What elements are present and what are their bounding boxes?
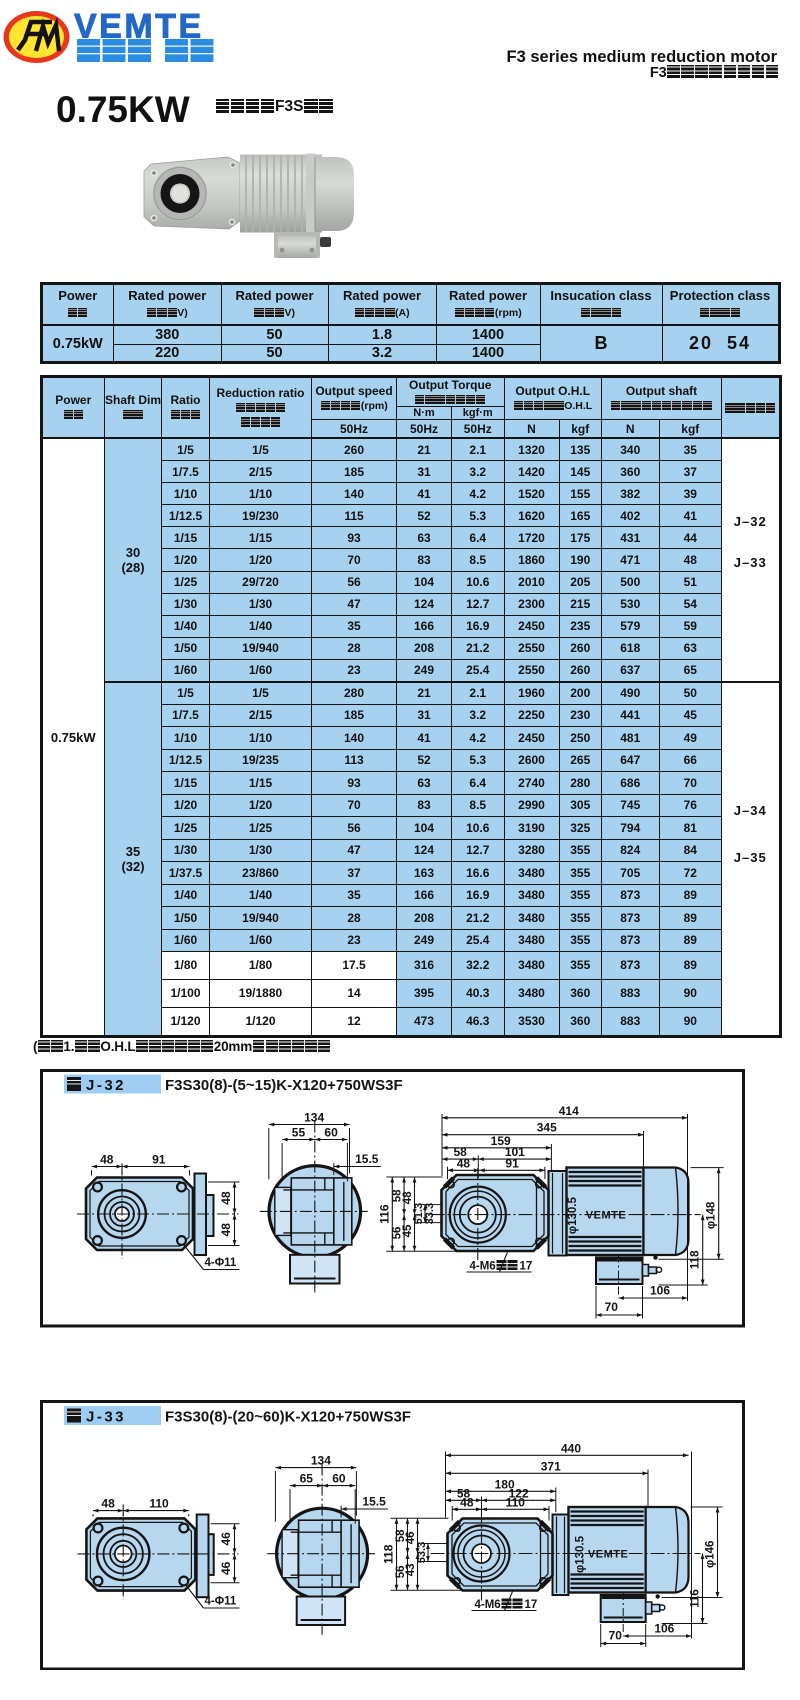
svg-text:48: 48 — [219, 1191, 233, 1205]
svg-text:F3S30(8)-(5~15)K-X120+750WS3F: F3S30(8)-(5~15)K-X120+750WS3F — [165, 1077, 403, 1094]
svg-text:58: 58 — [453, 1145, 467, 1159]
svg-text:φ130.5: φ130.5 — [567, 1196, 579, 1234]
svg-text:58: 58 — [456, 1486, 470, 1500]
svg-text:4-Φ11: 4-Φ11 — [204, 1595, 236, 1607]
svg-text:46: 46 — [405, 1531, 417, 1544]
svg-text:134: 134 — [304, 1111, 324, 1125]
svg-text:F3S30(8)-(20~60)K-X120+750WS3F: F3S30(8)-(20~60)K-X120+750WS3F — [165, 1408, 411, 1425]
svg-text:φ146: φ146 — [704, 1540, 716, 1567]
svg-text:122: 122 — [508, 1486, 528, 1500]
svg-text:15.5: 15.5 — [362, 1494, 386, 1508]
svg-text:46: 46 — [219, 1561, 233, 1575]
svg-text:45: 45 — [402, 1224, 414, 1237]
svg-text:180: 180 — [494, 1477, 514, 1491]
svg-text:118: 118 — [381, 1544, 395, 1564]
svg-text:48: 48 — [460, 1495, 474, 1509]
svg-text:J-32: J-32 — [86, 1077, 126, 1094]
svg-text:φ130.5: φ130.5 — [574, 1535, 586, 1573]
svg-text:101: 101 — [504, 1145, 524, 1159]
svg-text:106: 106 — [654, 1621, 674, 1635]
svg-text:φ148: φ148 — [705, 1201, 717, 1229]
svg-text:VEMTE: VEMTE — [587, 1548, 627, 1560]
svg-text:60: 60 — [324, 1126, 338, 1140]
svg-text:116: 116 — [689, 1589, 701, 1608]
svg-text:56: 56 — [391, 1227, 403, 1240]
svg-text:15.5: 15.5 — [355, 1152, 379, 1166]
svg-text:70: 70 — [604, 1300, 618, 1314]
svg-text:53.3: 53.3 — [416, 1541, 428, 1562]
svg-text:55: 55 — [291, 1126, 305, 1140]
svg-text:106: 106 — [649, 1284, 669, 1298]
svg-text:134: 134 — [310, 1453, 330, 1467]
svg-text:48: 48 — [100, 1153, 114, 1167]
svg-text:43: 43 — [405, 1563, 417, 1576]
svg-text:440: 440 — [560, 1441, 580, 1455]
svg-text:33.3: 33.3 — [424, 1203, 436, 1224]
svg-text:159: 159 — [490, 1134, 510, 1148]
svg-text:17: 17 — [524, 1599, 537, 1611]
svg-text:116: 116 — [377, 1204, 391, 1224]
svg-text:91: 91 — [152, 1153, 166, 1167]
svg-text:58: 58 — [391, 1189, 403, 1202]
svg-text:60: 60 — [332, 1471, 346, 1485]
svg-text:VEMTE: VEMTE — [585, 1210, 625, 1222]
svg-text:48: 48 — [219, 1223, 233, 1237]
svg-text:345: 345 — [536, 1121, 556, 1135]
svg-text:46: 46 — [219, 1531, 233, 1545]
svg-text:65: 65 — [299, 1471, 313, 1485]
svg-text:48: 48 — [402, 1191, 414, 1204]
svg-text:414: 414 — [558, 1104, 578, 1118]
svg-text:118: 118 — [689, 1250, 701, 1269]
svg-text:4-Φ11: 4-Φ11 — [204, 1257, 236, 1269]
svg-text:110: 110 — [149, 1496, 169, 1510]
svg-text:17: 17 — [519, 1261, 532, 1273]
svg-text:4-M6: 4-M6 — [474, 1599, 500, 1611]
svg-text:70: 70 — [608, 1628, 622, 1642]
svg-text:48: 48 — [456, 1156, 470, 1170]
svg-text:56: 56 — [395, 1565, 407, 1578]
svg-text:51.3: 51.3 — [413, 1203, 425, 1224]
svg-text:J-33: J-33 — [86, 1408, 126, 1425]
svg-text:48: 48 — [101, 1496, 115, 1510]
svg-text:110: 110 — [505, 1495, 525, 1509]
svg-text:4-M6: 4-M6 — [469, 1261, 495, 1273]
svg-text:91: 91 — [505, 1156, 519, 1170]
svg-text:371: 371 — [540, 1459, 560, 1473]
svg-text:58: 58 — [395, 1528, 407, 1541]
